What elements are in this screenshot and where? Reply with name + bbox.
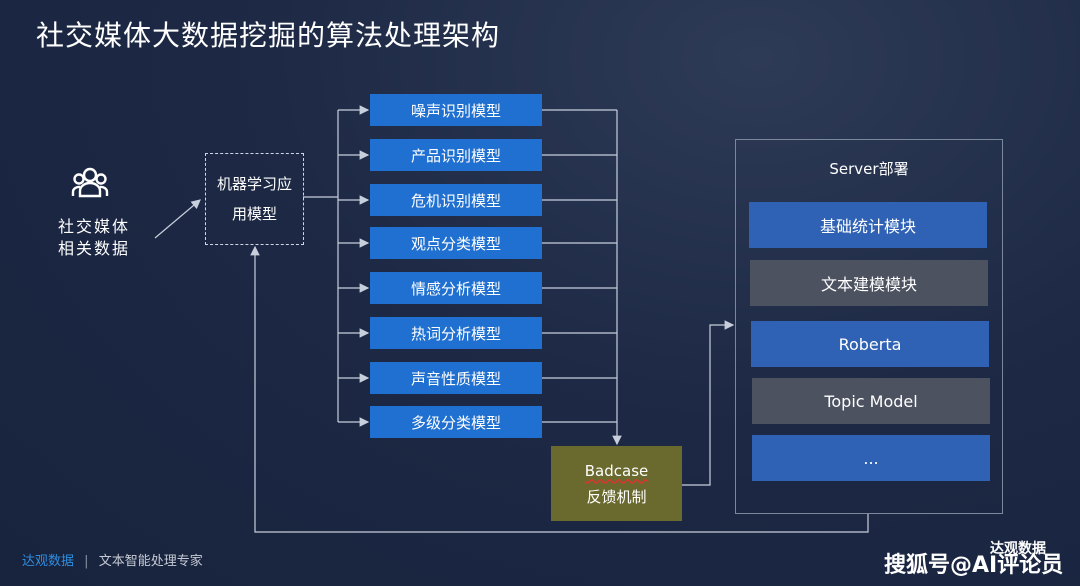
server-module: Topic Model (752, 378, 990, 424)
ml-line1: 机器学习应 (216, 175, 292, 193)
model-box: 观点分类模型 (370, 227, 542, 259)
model-box: 危机识别模型 (370, 184, 542, 216)
watermark: 搜狐号@AI评论员 (884, 553, 1064, 578)
server-module: ... (752, 435, 990, 481)
footer-separator: | (84, 554, 89, 569)
footer-logo: 达观数据 (990, 541, 1046, 557)
server-module: 文本建模模块 (750, 260, 988, 306)
page-title: 社交媒体大数据挖掘的算法处理架构 (36, 19, 501, 52)
source-label-line1: 社交媒体 (58, 217, 131, 236)
server-module: 基础统计模块 (749, 202, 987, 248)
server-title: Server部署 (829, 160, 909, 178)
model-box: 热词分析模型 (370, 317, 542, 349)
source-label-line2: 相关数据 (58, 239, 131, 258)
users-group-icon (70, 166, 110, 202)
ml-line2: 用模型 (231, 205, 277, 223)
badcase-line2: 反馈机制 (586, 487, 647, 506)
footer-brand: 达观数据 (22, 554, 75, 569)
server-module: Roberta (751, 321, 989, 367)
model-box: 产品识别模型 (370, 139, 542, 171)
model-box: 情感分析模型 (370, 272, 542, 304)
model-box: 多级分类模型 (370, 406, 542, 438)
footer-slogan: 文本智能处理专家 (98, 554, 203, 569)
model-box: 噪声识别模型 (370, 94, 542, 126)
ml-application-box: 机器学习应用模型 (205, 153, 304, 245)
badcase-feedback-box: Badcase 反馈机制 (551, 446, 682, 521)
badcase-line1: Badcase (584, 461, 649, 480)
model-box: 声音性质模型 (370, 362, 542, 394)
